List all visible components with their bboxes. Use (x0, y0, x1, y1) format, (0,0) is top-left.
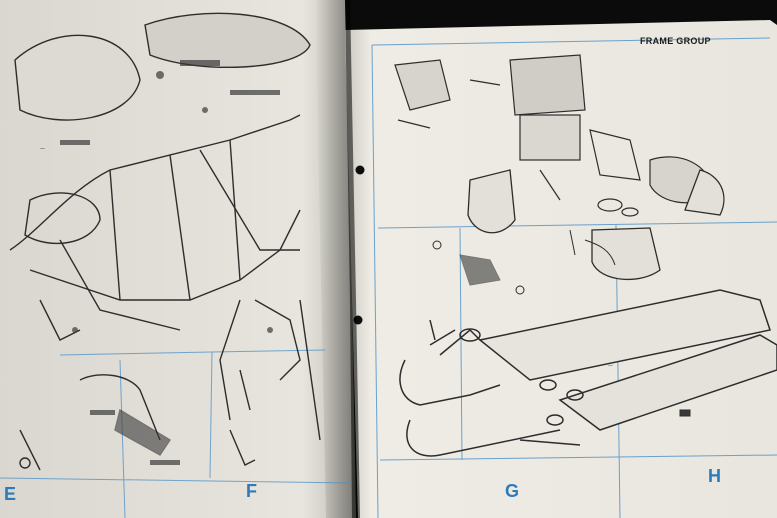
svg-text:—: — (608, 363, 613, 369)
column-label-g: G (505, 481, 519, 501)
column-label-h: H (708, 466, 721, 486)
frame-drawing (9, 12, 321, 471)
side-covers (467, 169, 725, 281)
exhaust-drawing (399, 289, 777, 457)
column-label-f: F (246, 481, 257, 501)
left-page: — (0, 0, 356, 518)
binder-hole-top (355, 165, 365, 175)
section-header: FRAME GROUP (640, 36, 711, 46)
column-label-e: E (4, 484, 16, 504)
right-page: FRAME GROUP G H (345, 20, 777, 518)
svg-text:—: — (40, 146, 45, 152)
airbox-drawing (394, 54, 713, 217)
